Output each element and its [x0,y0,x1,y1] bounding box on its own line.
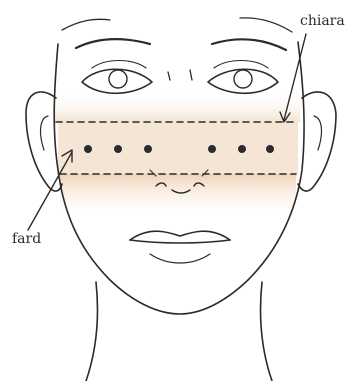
right-iris [234,70,252,88]
neck-right [260,282,272,381]
nose-bridge [168,70,192,80]
dot-right-3 [266,145,274,153]
lower-shading-band [60,174,296,220]
chiara-label: chiara [300,14,345,28]
upper-lip [130,231,230,240]
neck-left [86,282,98,381]
right-eye [208,69,278,93]
left-eye [82,69,152,93]
dot-left-1 [84,145,92,153]
lower-lip [150,254,210,263]
middle-shading-band [58,122,298,174]
lip-line [130,240,230,243]
left-eyebrow [76,39,150,48]
left-ear-inner [41,116,48,150]
dot-left-3 [144,145,152,153]
dot-left-2 [114,145,122,153]
dot-right-2 [238,145,246,153]
dot-right-1 [208,145,216,153]
upper-shading-band [55,92,300,122]
hairline [62,18,292,32]
left-lid-crease [92,61,146,69]
left-iris [109,70,127,88]
right-ear-inner [314,116,321,150]
right-eyebrow [212,39,286,50]
right-lid-crease [214,61,268,69]
fard-label: fard [12,232,41,246]
